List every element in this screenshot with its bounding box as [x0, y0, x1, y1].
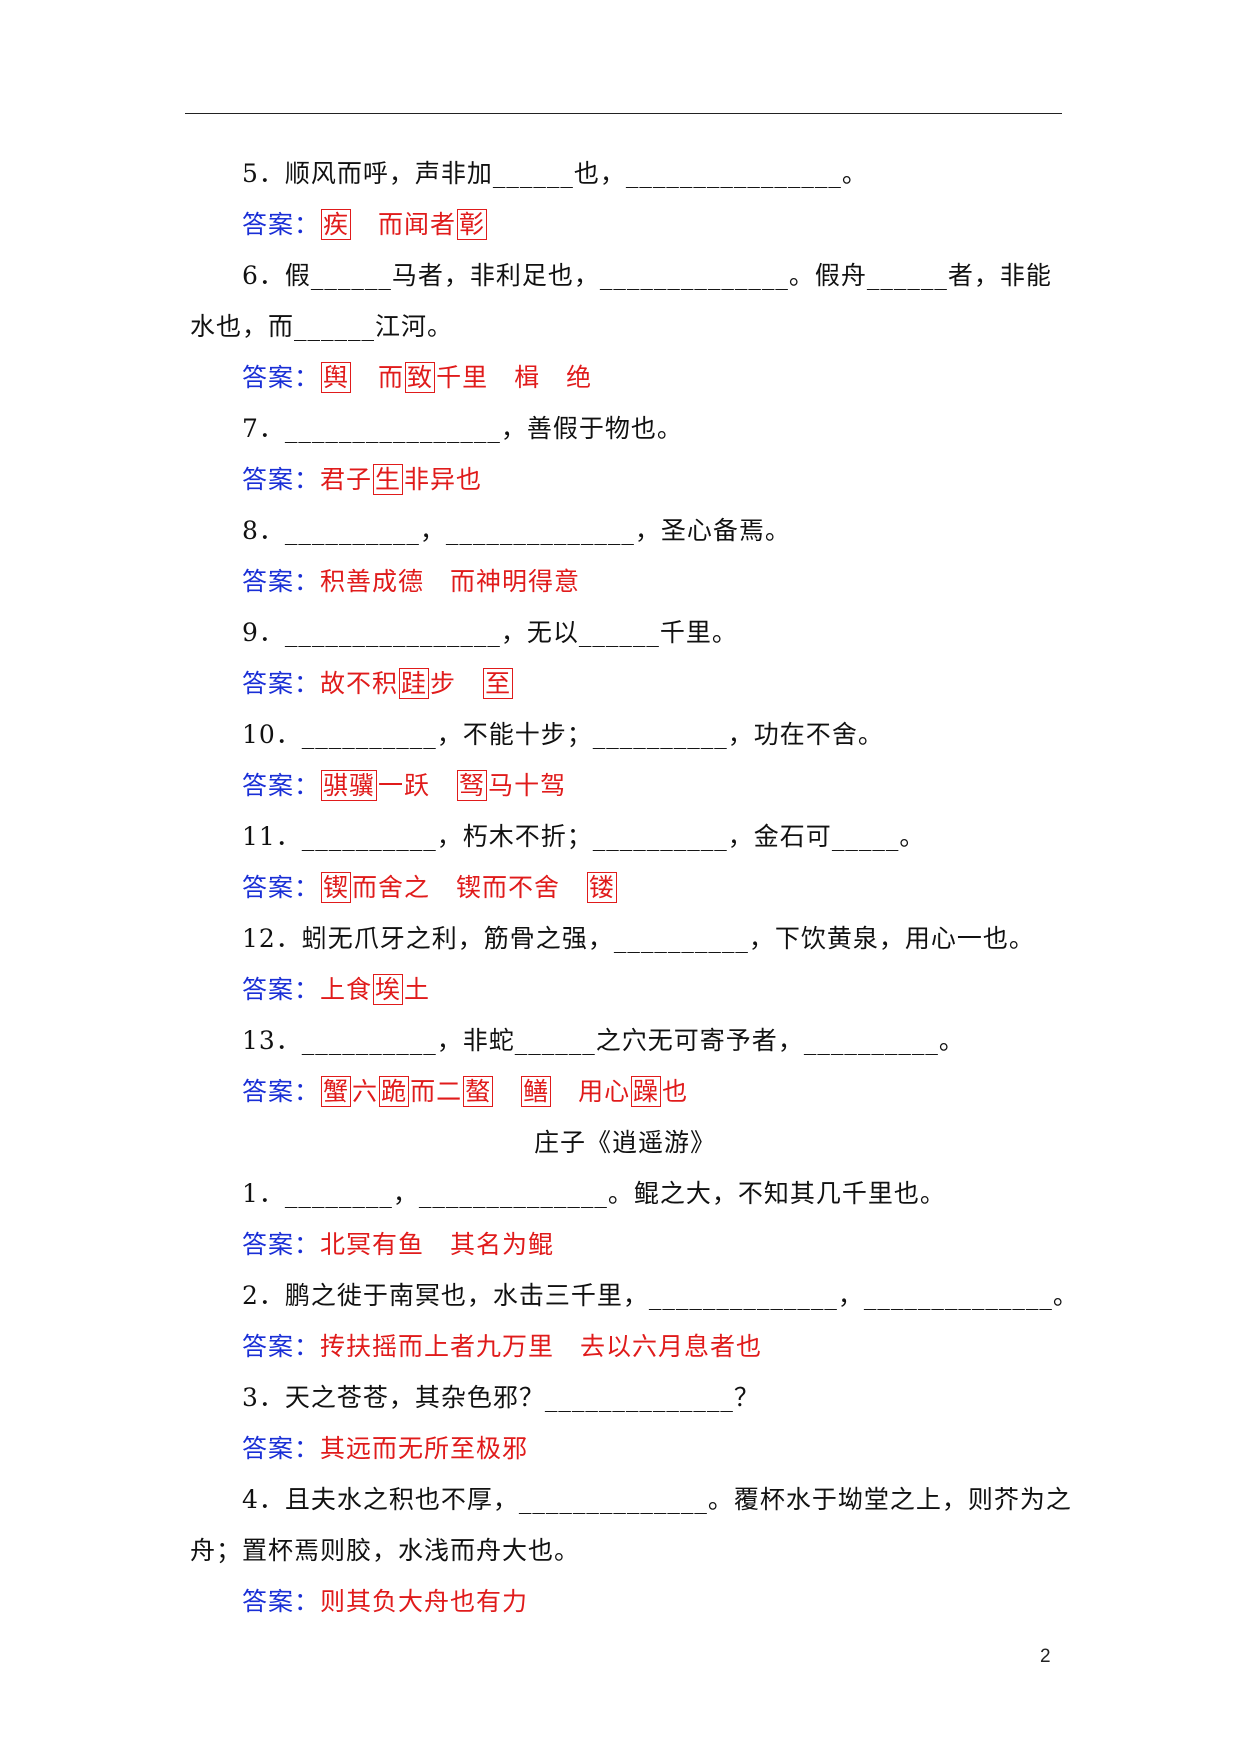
answer-marked-char: 至	[483, 668, 514, 699]
answer-line: 答案：疾 而闻者彰	[190, 199, 1060, 250]
question-text: 3．天之苍苍，其杂色邪？______________？	[242, 1383, 760, 1412]
answer-marked-char: 疾	[321, 209, 352, 240]
section-title: 庄子《逍遥游》	[533, 1128, 716, 1157]
answer-line: 答案：故不积跬步 至	[190, 658, 1060, 709]
question-text: 5．顺风而呼，声非加______也，________________。	[242, 159, 868, 188]
answer-text: 非异也	[404, 465, 483, 494]
answer-text: 而二	[410, 1077, 463, 1106]
answer-text: 而舍之 锲而不舍	[352, 873, 587, 902]
answer-line: 答案：舆 而致千里 楫 绝	[190, 352, 1060, 403]
question-text: 6．假______马者，非利足也，______________。假舟______…	[242, 261, 1052, 290]
question-text: 2．鹏之徙于南冥也，水击三千里，______________，_________…	[242, 1281, 1079, 1310]
question-text: 1．________，______________。鲲之大，不知其几千里也。	[242, 1179, 946, 1208]
answer-marked-char: 螯	[463, 1076, 494, 1107]
answer-marked-char: 躁	[631, 1076, 662, 1107]
answer-text	[494, 1077, 520, 1106]
question-list-xunzi: 5．顺风而呼，声非加______也，________________。答案：疾 …	[190, 148, 1060, 1117]
answer-line: 答案：积善成德 而神明得意	[190, 556, 1060, 607]
answer-label: 答案：	[242, 1077, 321, 1106]
answer-text: 步	[430, 669, 483, 698]
answer-text: 六	[352, 1077, 379, 1106]
answer-marked-char: 生	[373, 464, 404, 495]
answer-line: 答案：则其负大舟也有力	[190, 1576, 1060, 1627]
answer-text: 土	[404, 975, 431, 1004]
answer-label: 答案：	[242, 669, 321, 698]
answer-marked-char: 驽	[457, 770, 488, 801]
question-text: 13．__________，非蛇______之穴无可寄予者，__________…	[242, 1026, 965, 1055]
document-body: 5．顺风而呼，声非加______也，________________。答案：疾 …	[190, 148, 1079, 1627]
answer-text: 一跃	[378, 771, 457, 800]
answer-marked-char: 致	[405, 362, 436, 393]
question-list-zhuangzi: 1．________，______________。鲲之大，不知其几千里也。答案…	[190, 1168, 1079, 1627]
answer-label: 答案：	[242, 1230, 321, 1259]
answer-label: 答案：	[242, 363, 321, 392]
header-rule	[185, 113, 1062, 114]
answer-marked-char: 镂	[587, 872, 618, 903]
answer-line: 答案：蟹六跪而二螯 鳝 用心躁也	[190, 1066, 1060, 1117]
answer-marked-char: 鳝	[521, 1076, 552, 1107]
answer-label: 答案：	[242, 210, 321, 239]
answer-line: 答案：上食埃土	[190, 964, 1060, 1015]
question-text-continued: 水也，而______江河。	[190, 312, 454, 341]
answer-text: 用心	[552, 1077, 631, 1106]
question-text: 11．__________，朽木不折；__________，金石可_____。	[242, 822, 926, 851]
answer-marked-char: 蟹	[321, 1076, 352, 1107]
page-number: 2	[1040, 1646, 1051, 1667]
answer-text: 也	[662, 1077, 689, 1106]
answer-marked-char: 舆	[321, 362, 352, 393]
answer-line: 答案：君子生非异也	[190, 454, 1060, 505]
answer-line: 答案：抟扶摇而上者九万里 去以六月息者也	[190, 1321, 1060, 1372]
answer-label: 答案：	[242, 975, 321, 1004]
answer-marked-char: 彰	[457, 209, 488, 240]
answer-text: 上食	[320, 975, 373, 1004]
answer-text: 故不积	[320, 669, 399, 698]
answer-label: 答案：	[242, 1434, 321, 1463]
answer-text: 君子	[320, 465, 373, 494]
answer-marked-char: 锲	[321, 872, 352, 903]
answer-marked-char: 骐骥	[321, 770, 378, 801]
question-text: 12．蚓无爪牙之利，筋骨之强，__________，下饮黄泉，用心一也。	[242, 924, 1035, 953]
answer-marked-char: 埃	[373, 974, 404, 1005]
question-text: 9．________________，无以______千里。	[242, 618, 738, 647]
answer-text: 抟扶摇而上者九万里 去以六月息者也	[320, 1332, 763, 1361]
answer-label: 答案：	[242, 465, 321, 494]
answer-line: 答案：其远而无所至极邪	[190, 1423, 1060, 1474]
answer-label: 答案：	[242, 771, 321, 800]
question-text: 7．________________，善假于物也。	[242, 414, 683, 443]
answer-marked-char: 跪	[379, 1076, 410, 1107]
answer-text: 其远而无所至极邪	[320, 1434, 529, 1463]
answer-line: 答案：锲而舍之 锲而不舍 镂	[190, 862, 1060, 913]
answer-label: 答案：	[242, 1587, 321, 1616]
answer-text: 马十驾	[488, 771, 567, 800]
question-text-continued: 舟；置杯焉则胶，水浅而舟大也。	[190, 1536, 581, 1565]
answer-label: 答案：	[242, 1332, 321, 1361]
answer-marked-char: 跬	[399, 668, 430, 699]
answer-label: 答案：	[242, 873, 321, 902]
answer-text: 北冥有鱼 其名为鲲	[320, 1230, 555, 1259]
answer-text: 千里 楫 绝	[436, 363, 593, 392]
answer-text: 而	[352, 363, 405, 392]
question-text: 4．且夫水之积也不厚，______________。覆杯水于坳堂之上，则芥为之	[242, 1485, 1072, 1514]
answer-text: 而闻者	[352, 210, 457, 239]
answer-label: 答案：	[242, 567, 321, 596]
answer-text: 则其负大舟也有力	[320, 1587, 529, 1616]
answer-line: 答案：骐骥一跃 驽马十驾	[190, 760, 1060, 811]
question-text: 8．__________，______________，圣心备焉。	[242, 516, 791, 545]
answer-text: 积善成德 而神明得意	[320, 567, 581, 596]
answer-line: 答案：北冥有鱼 其名为鲲	[190, 1219, 1060, 1270]
question-text: 10．__________，不能十步；__________，功在不舍。	[242, 720, 884, 749]
